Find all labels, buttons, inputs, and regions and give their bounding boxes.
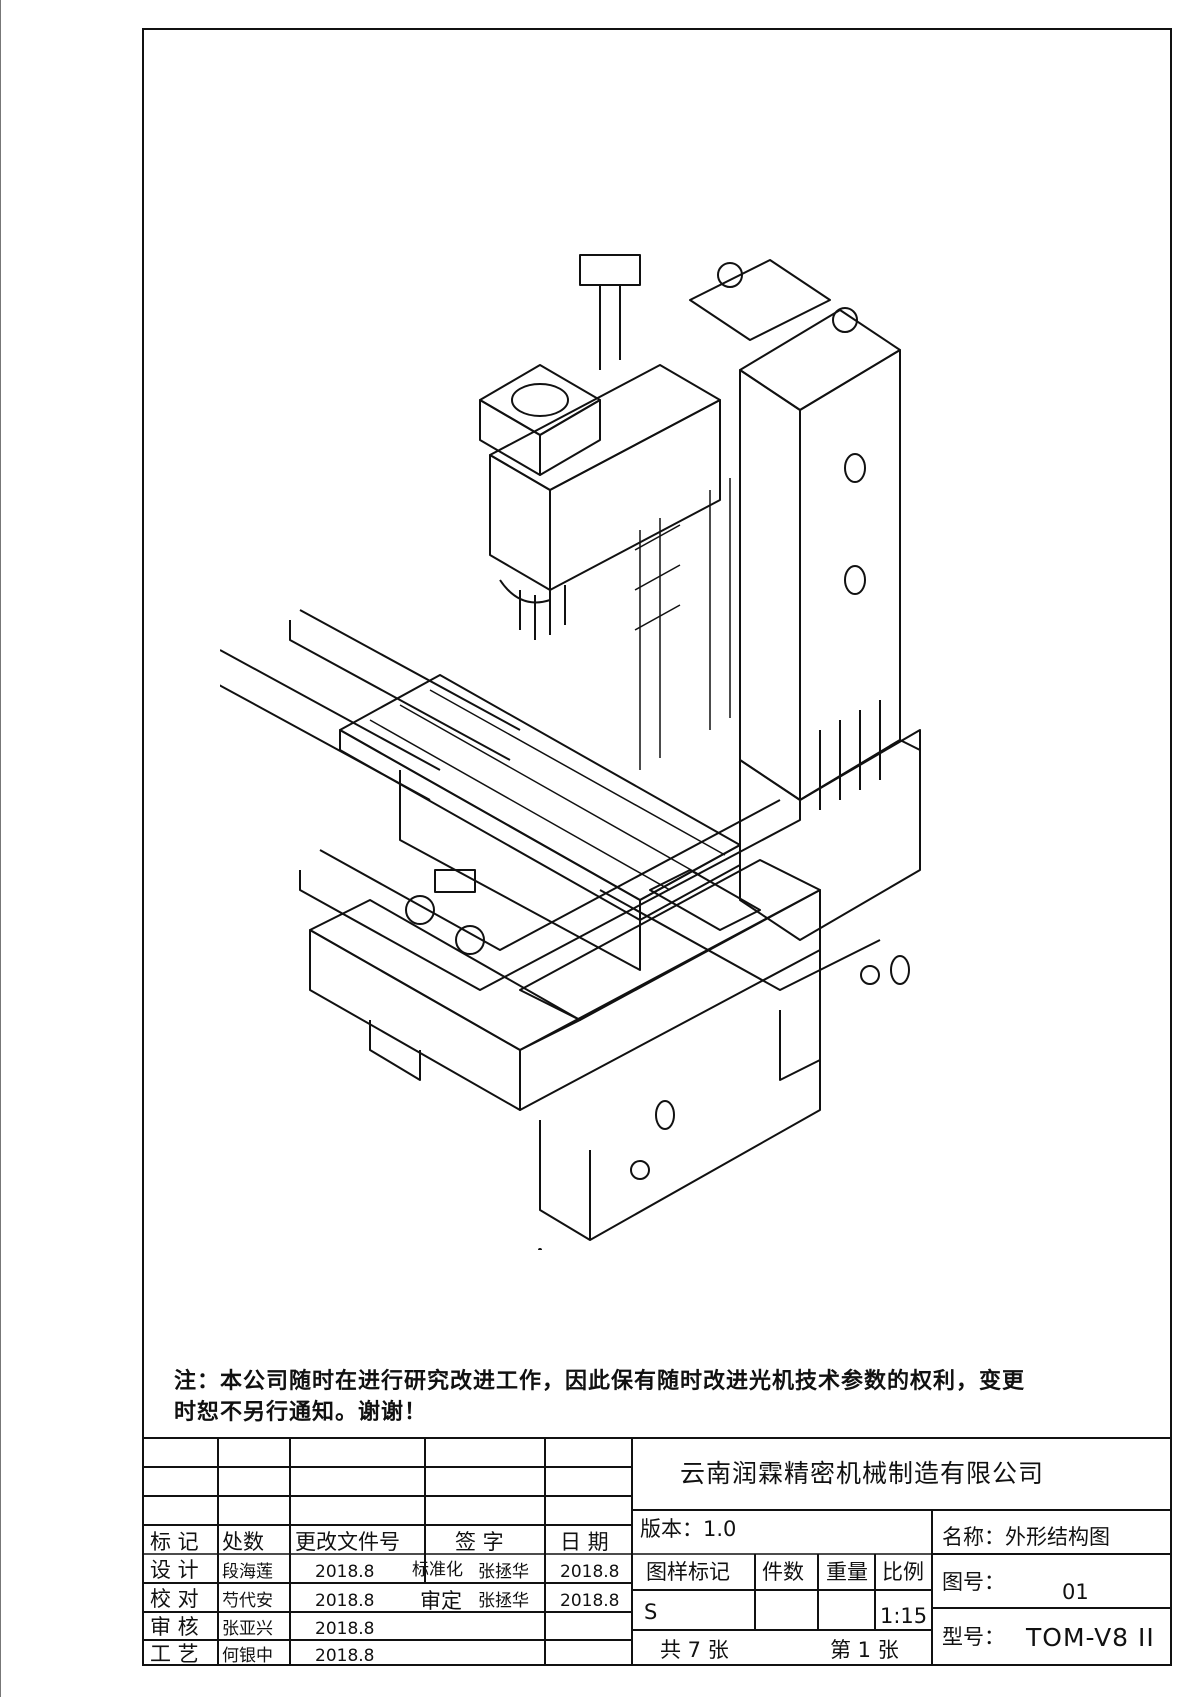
col-count: 处数 — [222, 1530, 264, 1554]
version-label: 版本：1.0 — [640, 1517, 737, 1541]
scale-value: 1:15 — [880, 1604, 928, 1628]
standardization-person: 张拯华 — [478, 1562, 529, 1582]
standardization-label: 标准化 — [412, 1560, 463, 1580]
col-mark: 标 记 — [150, 1530, 199, 1554]
spindle-head — [479, 254, 721, 640]
date-review: 2018.8 — [315, 1619, 375, 1639]
person-design: 段海莲 — [222, 1562, 273, 1582]
person-review: 张亚兴 — [222, 1619, 273, 1639]
model-value: TOM-V8 II — [1026, 1623, 1155, 1652]
sample-mark-header: 图样标记 — [646, 1560, 730, 1584]
approval-date: 2018.8 — [560, 1591, 620, 1611]
model-label: 型号： — [942, 1625, 1005, 1649]
total-sheets: 共 7 张 — [660, 1638, 729, 1662]
note-line-1: 注：本公司随时在进行研究改进工作，因此保有随时改进光机技术参数的权利，变更 — [174, 1369, 1026, 1394]
qty-header: 件数 — [762, 1560, 804, 1584]
role-review: 审 核 — [150, 1615, 199, 1639]
drawing-number-label: 图号： — [942, 1570, 1005, 1594]
machine-column — [689, 259, 921, 941]
role-process: 工 艺 — [150, 1642, 199, 1666]
scale-header: 比例 — [882, 1560, 924, 1584]
vertical-ways — [634, 478, 731, 770]
drawing-number: 01 — [1062, 1580, 1089, 1604]
col-doc: 更改文件号 — [295, 1530, 400, 1554]
saddle — [299, 799, 881, 991]
weight-header: 重量 — [826, 1560, 868, 1584]
person-check: 芍代安 — [222, 1591, 273, 1611]
machine-base — [309, 859, 910, 1250]
person-process: 何银中 — [222, 1646, 273, 1666]
role-design: 设 计 — [150, 1558, 199, 1582]
sheet-number: 第 1 张 — [830, 1638, 899, 1662]
work-table — [220, 609, 741, 971]
machine-isometric-drawing — [220, 254, 921, 1250]
approval-person: 张拯华 — [478, 1591, 529, 1611]
page-edge-line — [0, 0, 1, 1697]
disclaimer-note: 注：本公司随时在进行研究改进工作，因此保有随时改进光机技术参数的权利，变更 时恕… — [174, 1366, 1166, 1428]
company-name: 云南润霖精密机械制造有限公司 — [680, 1459, 1045, 1488]
date-process: 2018.8 — [315, 1646, 375, 1666]
drawing-frame — [142, 28, 1172, 1666]
date-design: 2018.8 — [315, 1562, 375, 1582]
sample-mark-value: S — [644, 1600, 658, 1624]
col-sign: 签 字 — [455, 1530, 504, 1554]
drawing-name: 名称：外形结构图 — [942, 1525, 1110, 1549]
col-date: 日 期 — [560, 1530, 609, 1554]
date-check: 2018.8 — [315, 1591, 375, 1611]
standardization-date: 2018.8 — [560, 1562, 620, 1582]
role-check: 校 对 — [150, 1587, 199, 1611]
approval-label: 审定 — [420, 1589, 462, 1613]
note-line-2: 时恕不另行通知。谢谢！ — [174, 1400, 428, 1425]
